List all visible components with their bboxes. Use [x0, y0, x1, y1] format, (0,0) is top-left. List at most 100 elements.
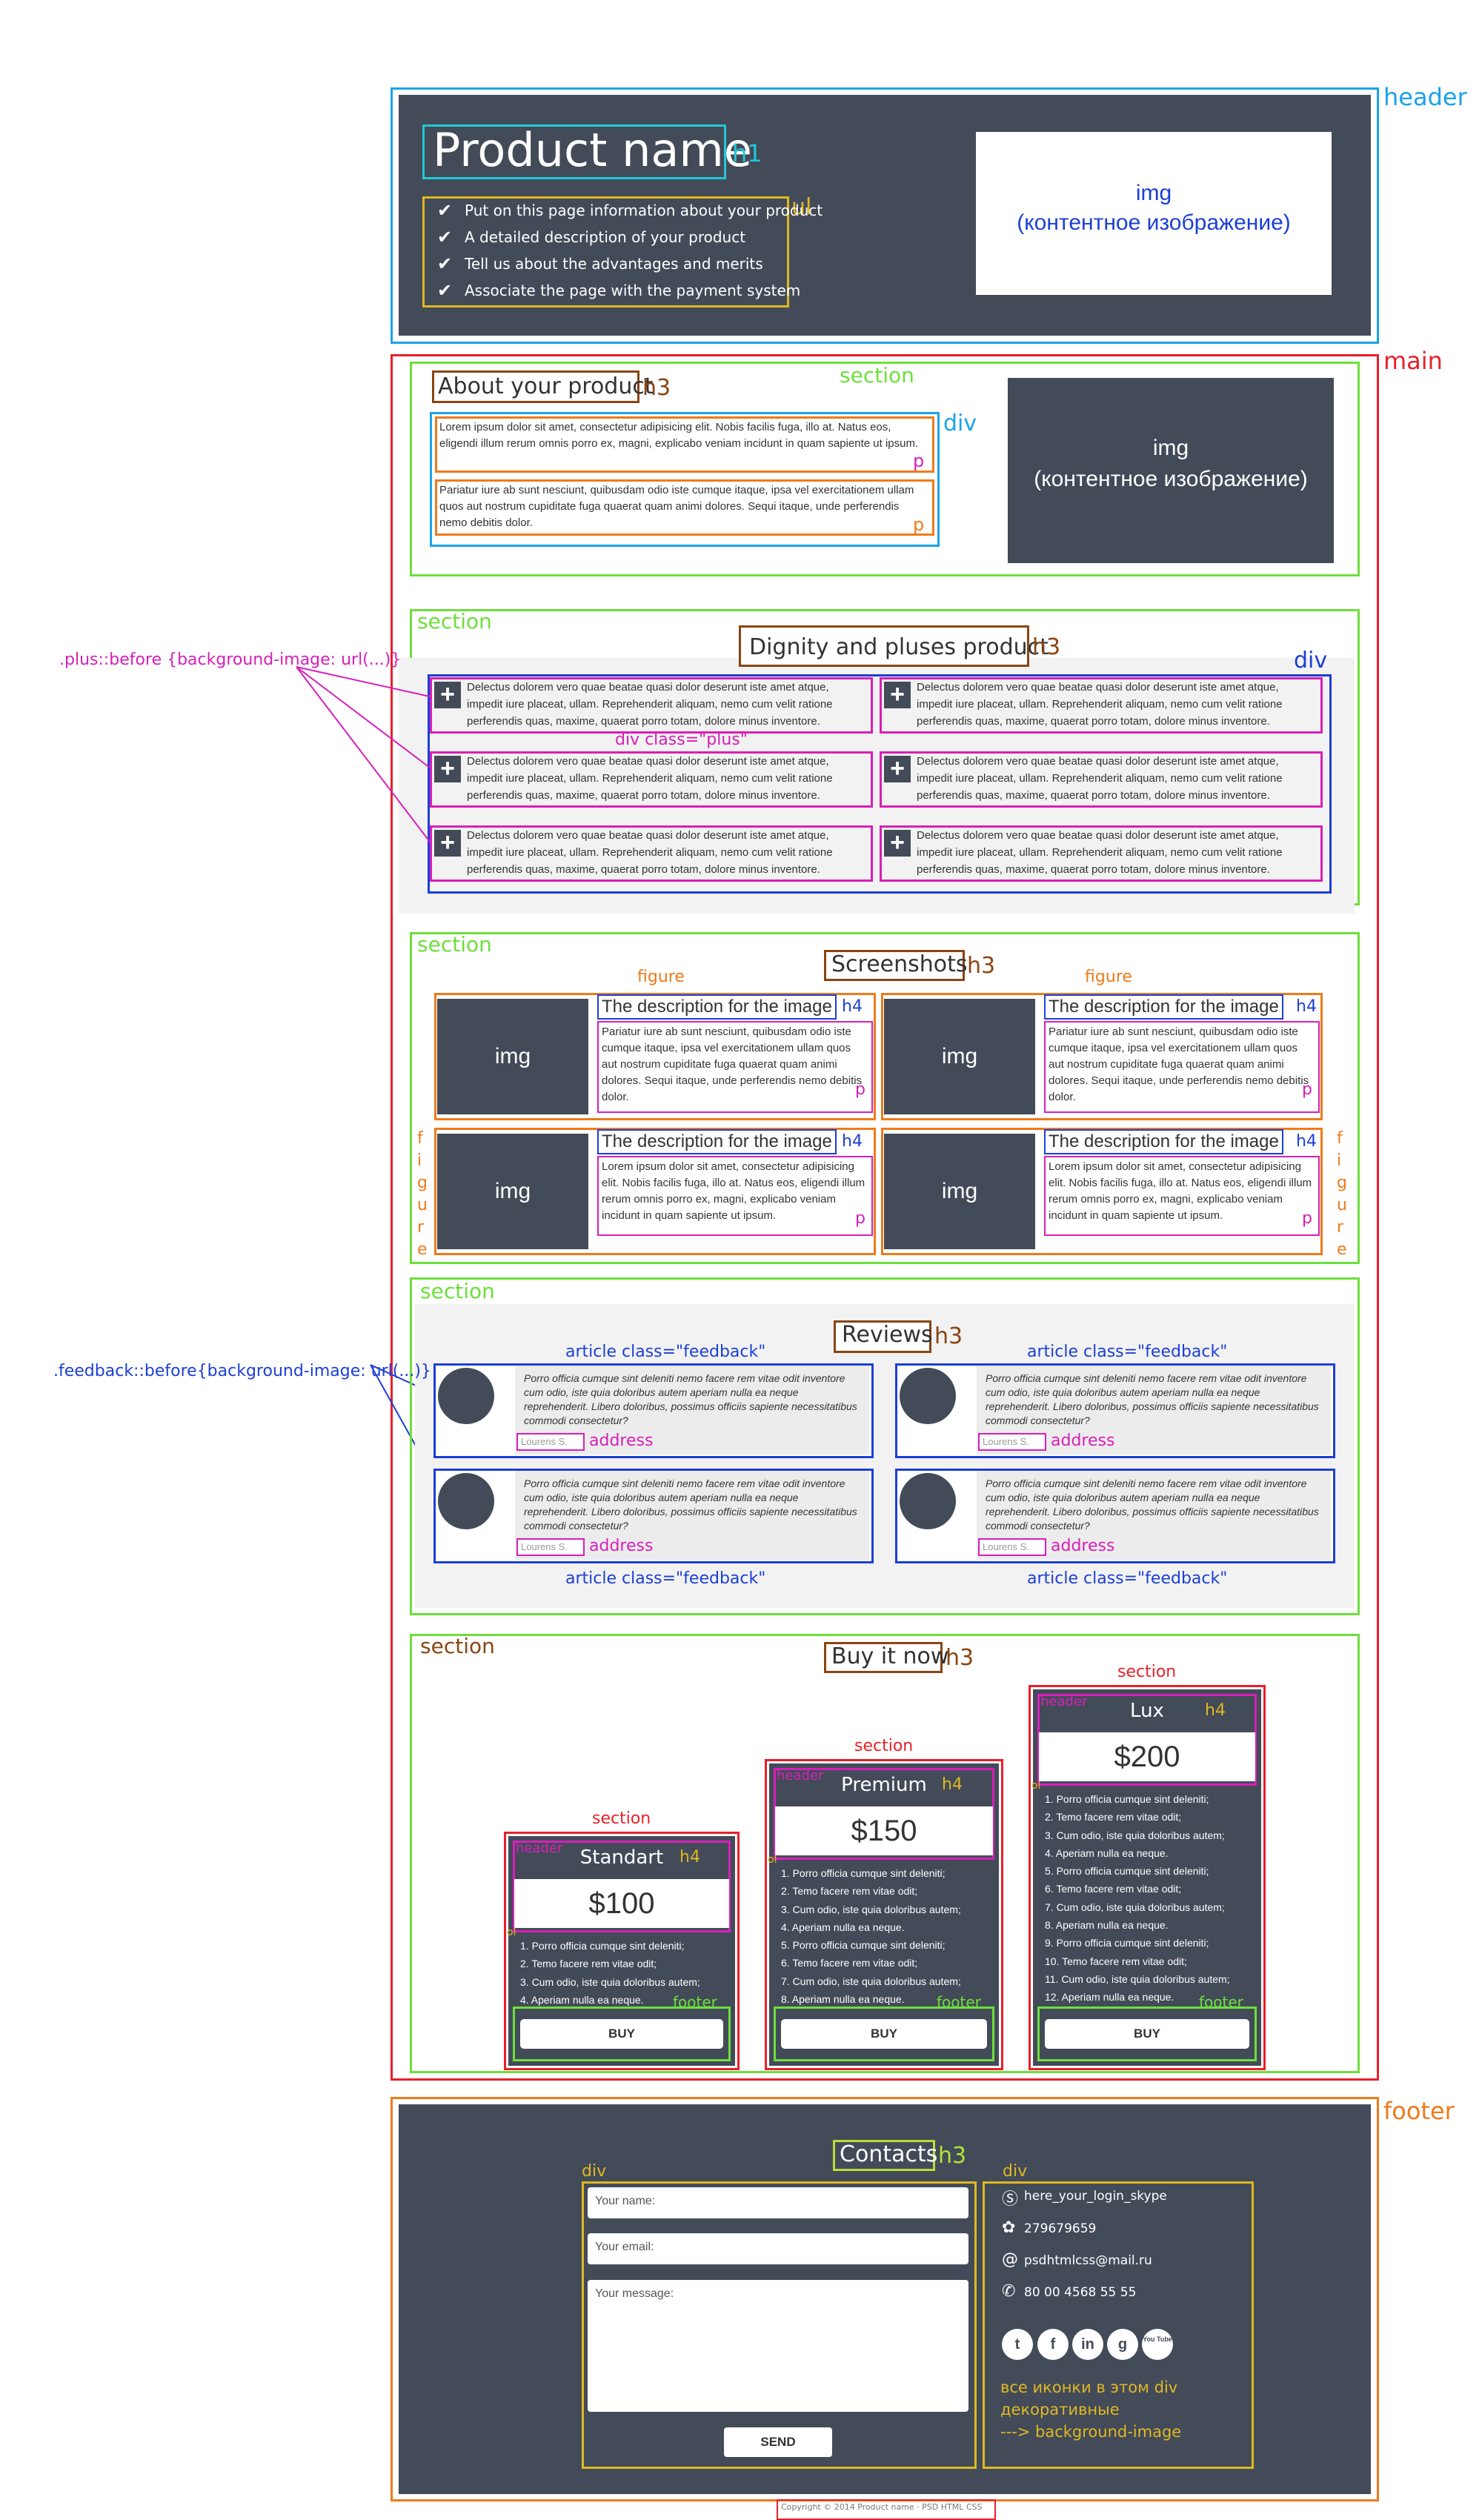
figure-label: figure: [1085, 968, 1132, 986]
icq-number: 279679659: [1024, 2221, 1097, 2236]
contact-form-div: [582, 2181, 977, 2469]
figure-vertical-letter: e: [1337, 1240, 1347, 1259]
decor-note: ---> background-image: [1000, 2423, 1182, 2441]
figure-vertical-letter: f: [1337, 1129, 1343, 1148]
address-label: address: [589, 1537, 654, 1555]
screenshots-title-box: [824, 950, 965, 981]
screenshots-title: Screenshots: [831, 951, 968, 977]
h4-label: h4: [942, 1775, 963, 1794]
google-icon: g: [1107, 2329, 1138, 2360]
feedback-quote: Porro officia cumque sint deleniti nemo …: [977, 1471, 1331, 1560]
plus-box: [430, 825, 873, 882]
plan-feature: 4. Aperiam nulla ea neque.: [781, 1921, 905, 1933]
figure-box: [881, 993, 1323, 1120]
feedback-author: Lourens S.: [516, 1433, 585, 1451]
plus-icon: +: [884, 756, 911, 782]
section-label: section: [417, 932, 492, 957]
plan-section-outline: [765, 1759, 1003, 2070]
section-label: section: [854, 1737, 914, 1755]
figure-title: The description for the image: [597, 1129, 837, 1154]
feedback-before-label: .feedback::before{background-image: url(…: [53, 1362, 431, 1380]
plus-text: Delectus dolorem vero quae beatae quasi …: [467, 681, 833, 728]
twitter-icon: t: [1002, 2329, 1033, 2360]
buy-button[interactable]: BUY: [520, 2019, 723, 2049]
header-tag-label: header: [516, 1841, 563, 1856]
check-icon: ✔: [437, 227, 453, 247]
facebook-icon: f: [1037, 2329, 1069, 2360]
about-image: img (контентное изображение): [1008, 378, 1334, 563]
plan-feature: 3. Cum odio, iste quia doloribus autem;: [781, 1903, 961, 1915]
footer-label: footer: [1383, 2097, 1455, 2125]
copyright: Copyright © 2014 Product name · PSD HTML…: [781, 2502, 983, 2512]
plus-icon: +: [884, 682, 911, 708]
plan-feature: 7. Cum odio, iste quia doloribus autem;: [1045, 1901, 1225, 1913]
plus-text: Delectus dolorem vero quae beatae quasi …: [917, 829, 1283, 876]
section-label: section: [840, 363, 914, 388]
plus-text: Delectus dolorem vero quae beatae quasi …: [917, 681, 1283, 728]
check-icon: ✔: [437, 200, 453, 221]
plan-price: $200: [1039, 1732, 1255, 1781]
decor-note: декоративные: [1000, 2401, 1120, 2418]
ul-label: ul: [791, 194, 812, 220]
plan-feature: 8. Aperiam nulla ea neque.: [1045, 1919, 1169, 1932]
message-field[interactable]: Your message:: [588, 2280, 968, 2412]
buy-button[interactable]: BUY: [1045, 2019, 1249, 2049]
plan-section-outline: [1029, 1685, 1266, 2070]
plan-feature: 10. Temo facere rem vitae odit;: [1045, 1955, 1187, 1967]
header-tag-label: header: [1040, 1694, 1088, 1709]
header-outline: [391, 87, 1379, 344]
header-label: header: [1383, 83, 1467, 111]
plan-feature: 1. Porro officia cumque sint deleniti;: [520, 1940, 685, 1952]
div-label: div: [1294, 648, 1328, 674]
about-image-label: img: [1152, 436, 1189, 460]
h4-label: h4: [1296, 1132, 1317, 1151]
figure-paragraph: Pariatur iure ab sunt nesciunt, quibusda…: [1044, 1021, 1320, 1113]
plan-features: 1. Porro officia cumque sint deleniti;2.…: [781, 1864, 990, 2008]
hero-image-label: img: [1135, 181, 1172, 205]
figure-vertical-letter: u: [1337, 1196, 1347, 1214]
h4-label: h4: [679, 1848, 700, 1866]
name-field[interactable]: Your name:: [588, 2187, 968, 2218]
div-label: div: [582, 2162, 607, 2181]
plus-before-label: .plus::before {background-image: url(...…: [59, 651, 402, 669]
figure-box: [434, 993, 876, 1120]
about-title-box: [432, 370, 639, 403]
email-field[interactable]: Your email:: [588, 2233, 968, 2264]
plus-icon: +: [884, 830, 911, 857]
feedback-author: Lourens S.: [978, 1538, 1046, 1556]
plan-name: Standart: [579, 1846, 664, 1869]
figure-vertical-letter: i: [417, 1151, 422, 1170]
reviews-title-box: [834, 1320, 931, 1353]
decor-note: все иконки в этом div: [1000, 2378, 1178, 2396]
figure-paragraph: Pariatur iure ab sunt nesciunt, quibusda…: [597, 1021, 873, 1113]
figure-image: img: [884, 1134, 1035, 1249]
about-title: About your product: [438, 373, 654, 399]
h3-label: h3: [938, 2143, 967, 2169]
header-tag-label: header: [777, 1768, 824, 1783]
check-icon: ✔: [437, 280, 453, 301]
plan-header: [1037, 1694, 1257, 1786]
plan-header: [774, 1768, 994, 1860]
about-div-box: [430, 412, 940, 547]
feedback-quote: Porro officia cumque sint deleniti nemo …: [515, 1471, 869, 1560]
p-label: p: [913, 451, 925, 471]
send-button[interactable]: SEND: [724, 2427, 832, 2457]
div-plus-label: div class="plus": [615, 731, 748, 749]
buy-title: Buy it now: [831, 1643, 949, 1669]
plan-feature: 4. Aperiam nulla ea neque.: [1045, 1846, 1169, 1859]
article-feedback-label: article class="feedback": [1027, 1343, 1228, 1361]
hero-item: Put on this page information about your …: [465, 202, 823, 219]
article-feedback-label: article class="feedback": [565, 1569, 766, 1588]
figure-title: The description for the image: [597, 994, 837, 1020]
section-label: section: [1117, 1663, 1177, 1681]
figure-title: The description for the image: [1044, 994, 1283, 1020]
figure-vertical-letter: e: [417, 1240, 428, 1259]
buy-button[interactable]: BUY: [781, 2019, 987, 2049]
figure-vertical-letter: i: [1337, 1151, 1342, 1170]
figure-image: img: [437, 999, 588, 1114]
avatar: [438, 1473, 494, 1529]
h3-label: h3: [967, 953, 996, 979]
reviews-section: [410, 1277, 1360, 1615]
plan-feature: 9. Porro officia cumque sint deleniti;: [1045, 1937, 1209, 1949]
plan-feature: 8. Aperiam nulla ea neque.: [781, 1993, 905, 2006]
